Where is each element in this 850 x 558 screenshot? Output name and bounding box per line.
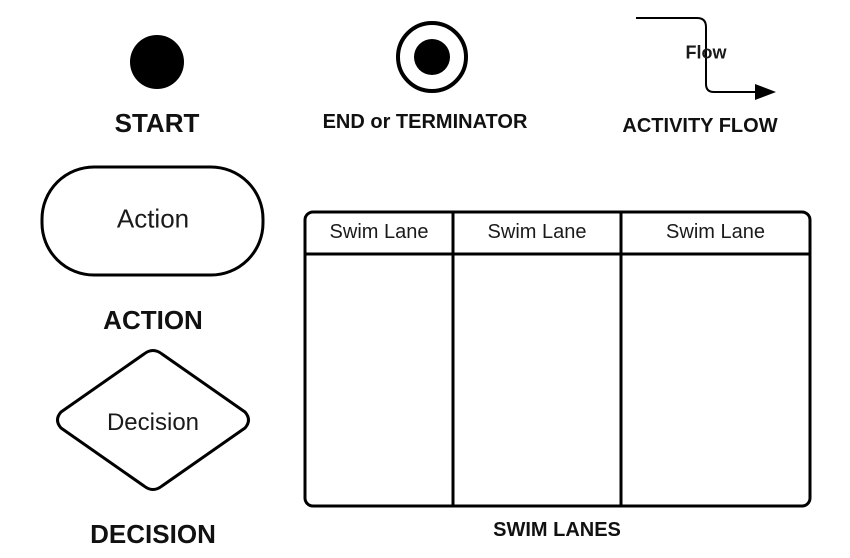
flow-caption: ACTIVITY FLOW	[622, 115, 778, 137]
flow-label: Flow	[685, 42, 727, 63]
action-caption: ACTION	[103, 305, 203, 335]
action-node-shape	[40, 165, 265, 277]
end-caption: END or TERMINATOR	[322, 111, 528, 133]
start-node-shape	[130, 35, 184, 89]
decision-caption: DECISION	[90, 519, 216, 549]
decision-label: Decision	[106, 409, 200, 436]
start-caption: START	[114, 108, 200, 138]
flow-arrow-shape	[636, 17, 776, 100]
swimlanes-caption: SWIM LANES	[493, 519, 621, 541]
swimlane-header: Swim Lane	[666, 221, 765, 243]
action-label: Action	[116, 203, 190, 234]
swimlane-header: Swim Lane	[487, 221, 587, 243]
end-node-shape	[396, 21, 468, 93]
swimlane-header: Swim Lane	[329, 221, 429, 243]
decision-node-shape	[56, 349, 250, 491]
swimlane-table-shape	[303, 210, 812, 508]
